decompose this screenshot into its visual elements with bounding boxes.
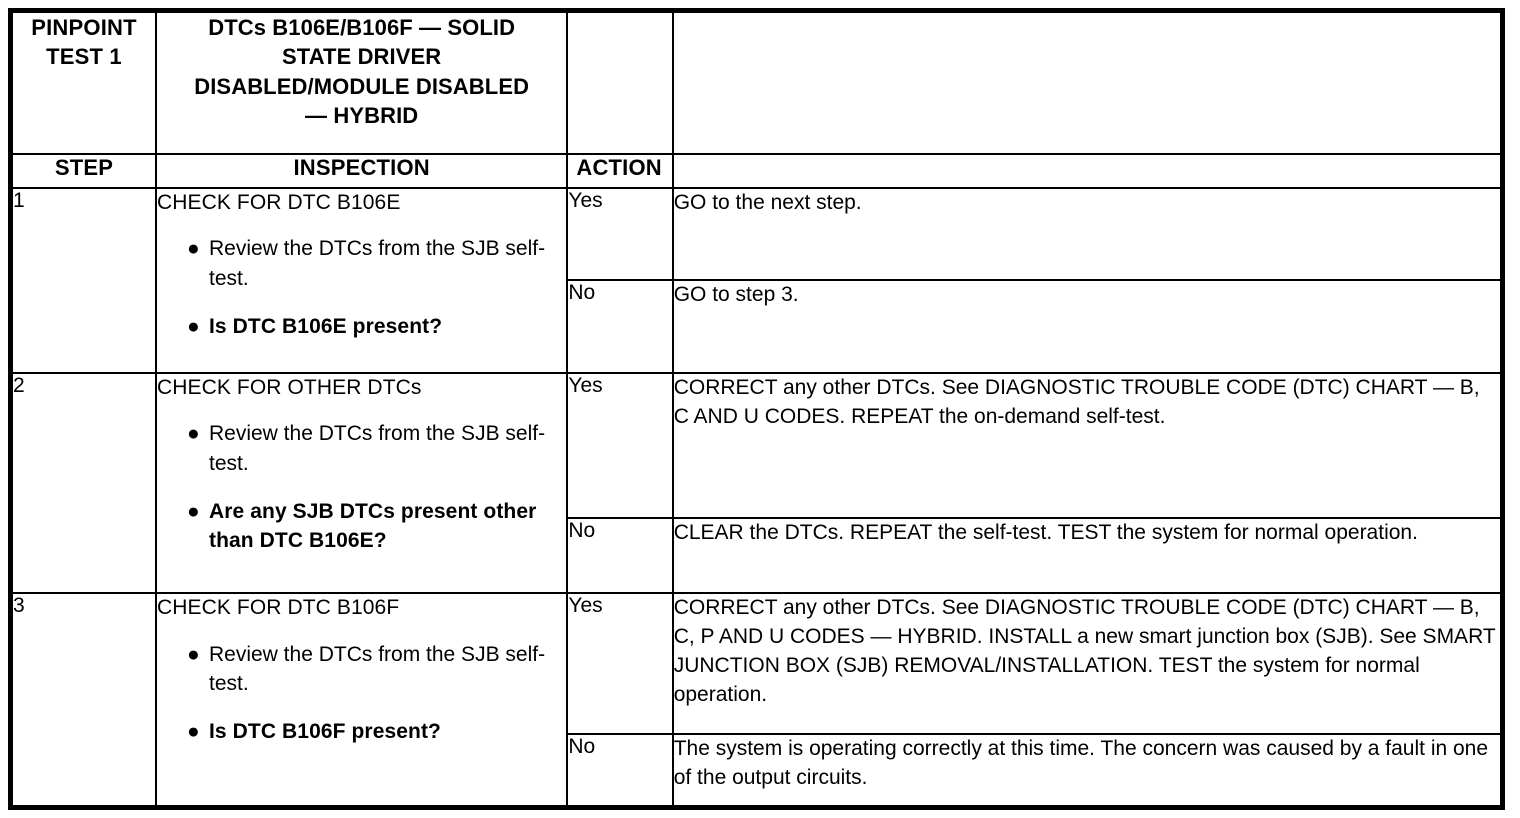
bullet-icon: ● — [186, 422, 200, 446]
step-number: 2 — [9, 371, 157, 595]
pinpoint-test-label-line2: TEST 1 — [46, 44, 122, 70]
pinpoint-test-table: PINPOINT TEST 1 DTCs B106E/B106F — SOLID… — [8, 8, 1505, 810]
action-outcome-label: Yes — [566, 371, 674, 520]
action-outcome-label: No — [566, 733, 674, 809]
column-header-step: STEP — [9, 153, 157, 189]
step-number: 1 — [9, 186, 157, 374]
step-inspection: CHECK FOR DTC B106E ● Review the DTCs fr… — [154, 186, 569, 374]
list-item: ● Review the DTCs from the SJB self-test… — [157, 234, 566, 294]
action-result-text: CLEAR the DTCs. REPEAT the self-test. TE… — [671, 517, 1504, 595]
table-title-line3: DISABLED/MODULE DISABLED — [194, 73, 530, 99]
table-row: 1 CHECK FOR DTC B106E ● Review the DTCs … — [9, 186, 1504, 374]
action-result-text: GO to step 3. — [671, 279, 1504, 374]
table-row: No The system is operating correctly at … — [11, 733, 1504, 809]
action-result-text: CORRECT any other DTCs. See DIAGNOSTIC T… — [671, 592, 1504, 736]
action-outcome-label: Yes — [566, 592, 674, 736]
column-header-inspection: INSPECTION — [154, 153, 569, 189]
list-item-label: Review the DTCs from the SJB self-test. — [208, 422, 546, 475]
action-outcome-label: Yes — [566, 186, 674, 282]
column-header-action: ACTION — [566, 153, 674, 189]
bullet-icon: ● — [186, 237, 200, 261]
bullet-icon: ● — [186, 642, 200, 666]
table-title: DTCs B106E/B106F — SOLID STATE DRIVER DI… — [154, 9, 569, 156]
step-number: 3 — [9, 592, 157, 809]
list-item-label: Review the DTCs from the SJB self-test. — [208, 237, 546, 290]
pinpoint-test-label-line1: PINPOINT — [31, 15, 137, 40]
inspection-heading: CHECK FOR DTC B106E — [156, 190, 401, 214]
table-header-row: PINPOINT TEST 1 DTCs B106E/B106F — SOLID… — [9, 9, 1504, 156]
list-item-label: Review the DTCs from the SJB self-test. — [208, 642, 546, 696]
list-item-label: Is DTC B106E present? — [208, 314, 443, 338]
action-outcome-label: No — [566, 517, 674, 595]
inspection-bullet-list: ● Review the DTCs from the SJB self-test… — [157, 640, 566, 747]
action-result-text: The system is operating correctly at thi… — [671, 733, 1504, 809]
step-inspection: CHECK FOR DTC B106F ● Review the DTCs fr… — [154, 592, 569, 809]
header-blank-result-cell — [671, 9, 1504, 156]
bullet-icon: ● — [186, 314, 200, 338]
table-title-line1: DTCs B106E/B106F — SOLID — [208, 15, 516, 40]
inspection-heading: CHECK FOR DTC B106F — [156, 596, 400, 620]
inspection-bullet-list: ● Review the DTCs from the SJB self-test… — [157, 234, 566, 341]
column-header-row: STEP INSPECTION ACTION — [9, 153, 1504, 189]
table-row: No GO to step 3. — [11, 279, 1504, 374]
table-row: No CLEAR the DTCs. REPEAT the self-test.… — [11, 517, 1504, 595]
action-result-text: CORRECT any other DTCs. See DIAGNOSTIC T… — [671, 371, 1504, 520]
list-item-label: Are any SJB DTCs present other than DTC … — [208, 499, 537, 553]
table-title-line2: STATE DRIVER — [282, 44, 442, 70]
table-title-line4: — HYBRID — [305, 102, 419, 128]
inspection-heading: CHECK FOR OTHER DTCs — [156, 375, 422, 399]
list-item: ● Review the DTCs from the SJB self-test… — [157, 640, 566, 700]
bullet-icon: ● — [186, 720, 200, 744]
action-result-text: GO to the next step. — [671, 186, 1504, 282]
list-item-label: Is DTC B106F present? — [208, 720, 441, 744]
list-item: ● Is DTC B106F present? — [157, 717, 566, 747]
bullet-icon: ● — [186, 499, 200, 523]
list-item: ● Are any SJB DTCs present other than DT… — [157, 497, 566, 557]
list-item: ● Is DTC B106E present? — [157, 312, 566, 342]
column-header-result — [671, 153, 1504, 189]
pinpoint-test-label: PINPOINT TEST 1 — [9, 9, 157, 156]
inspection-bullet-list: ● Review the DTCs from the SJB self-test… — [157, 419, 566, 556]
header-blank-action-cell — [566, 9, 674, 156]
table-row: 2 CHECK FOR OTHER DTCs ● Review the DTCs… — [9, 371, 1504, 595]
action-outcome-label: No — [566, 279, 674, 374]
table-row: 3 CHECK FOR DTC B106F ● Review the DTCs … — [9, 592, 1504, 809]
step-inspection: CHECK FOR OTHER DTCs ● Review the DTCs f… — [154, 371, 569, 595]
list-item: ● Review the DTCs from the SJB self-test… — [157, 419, 566, 479]
